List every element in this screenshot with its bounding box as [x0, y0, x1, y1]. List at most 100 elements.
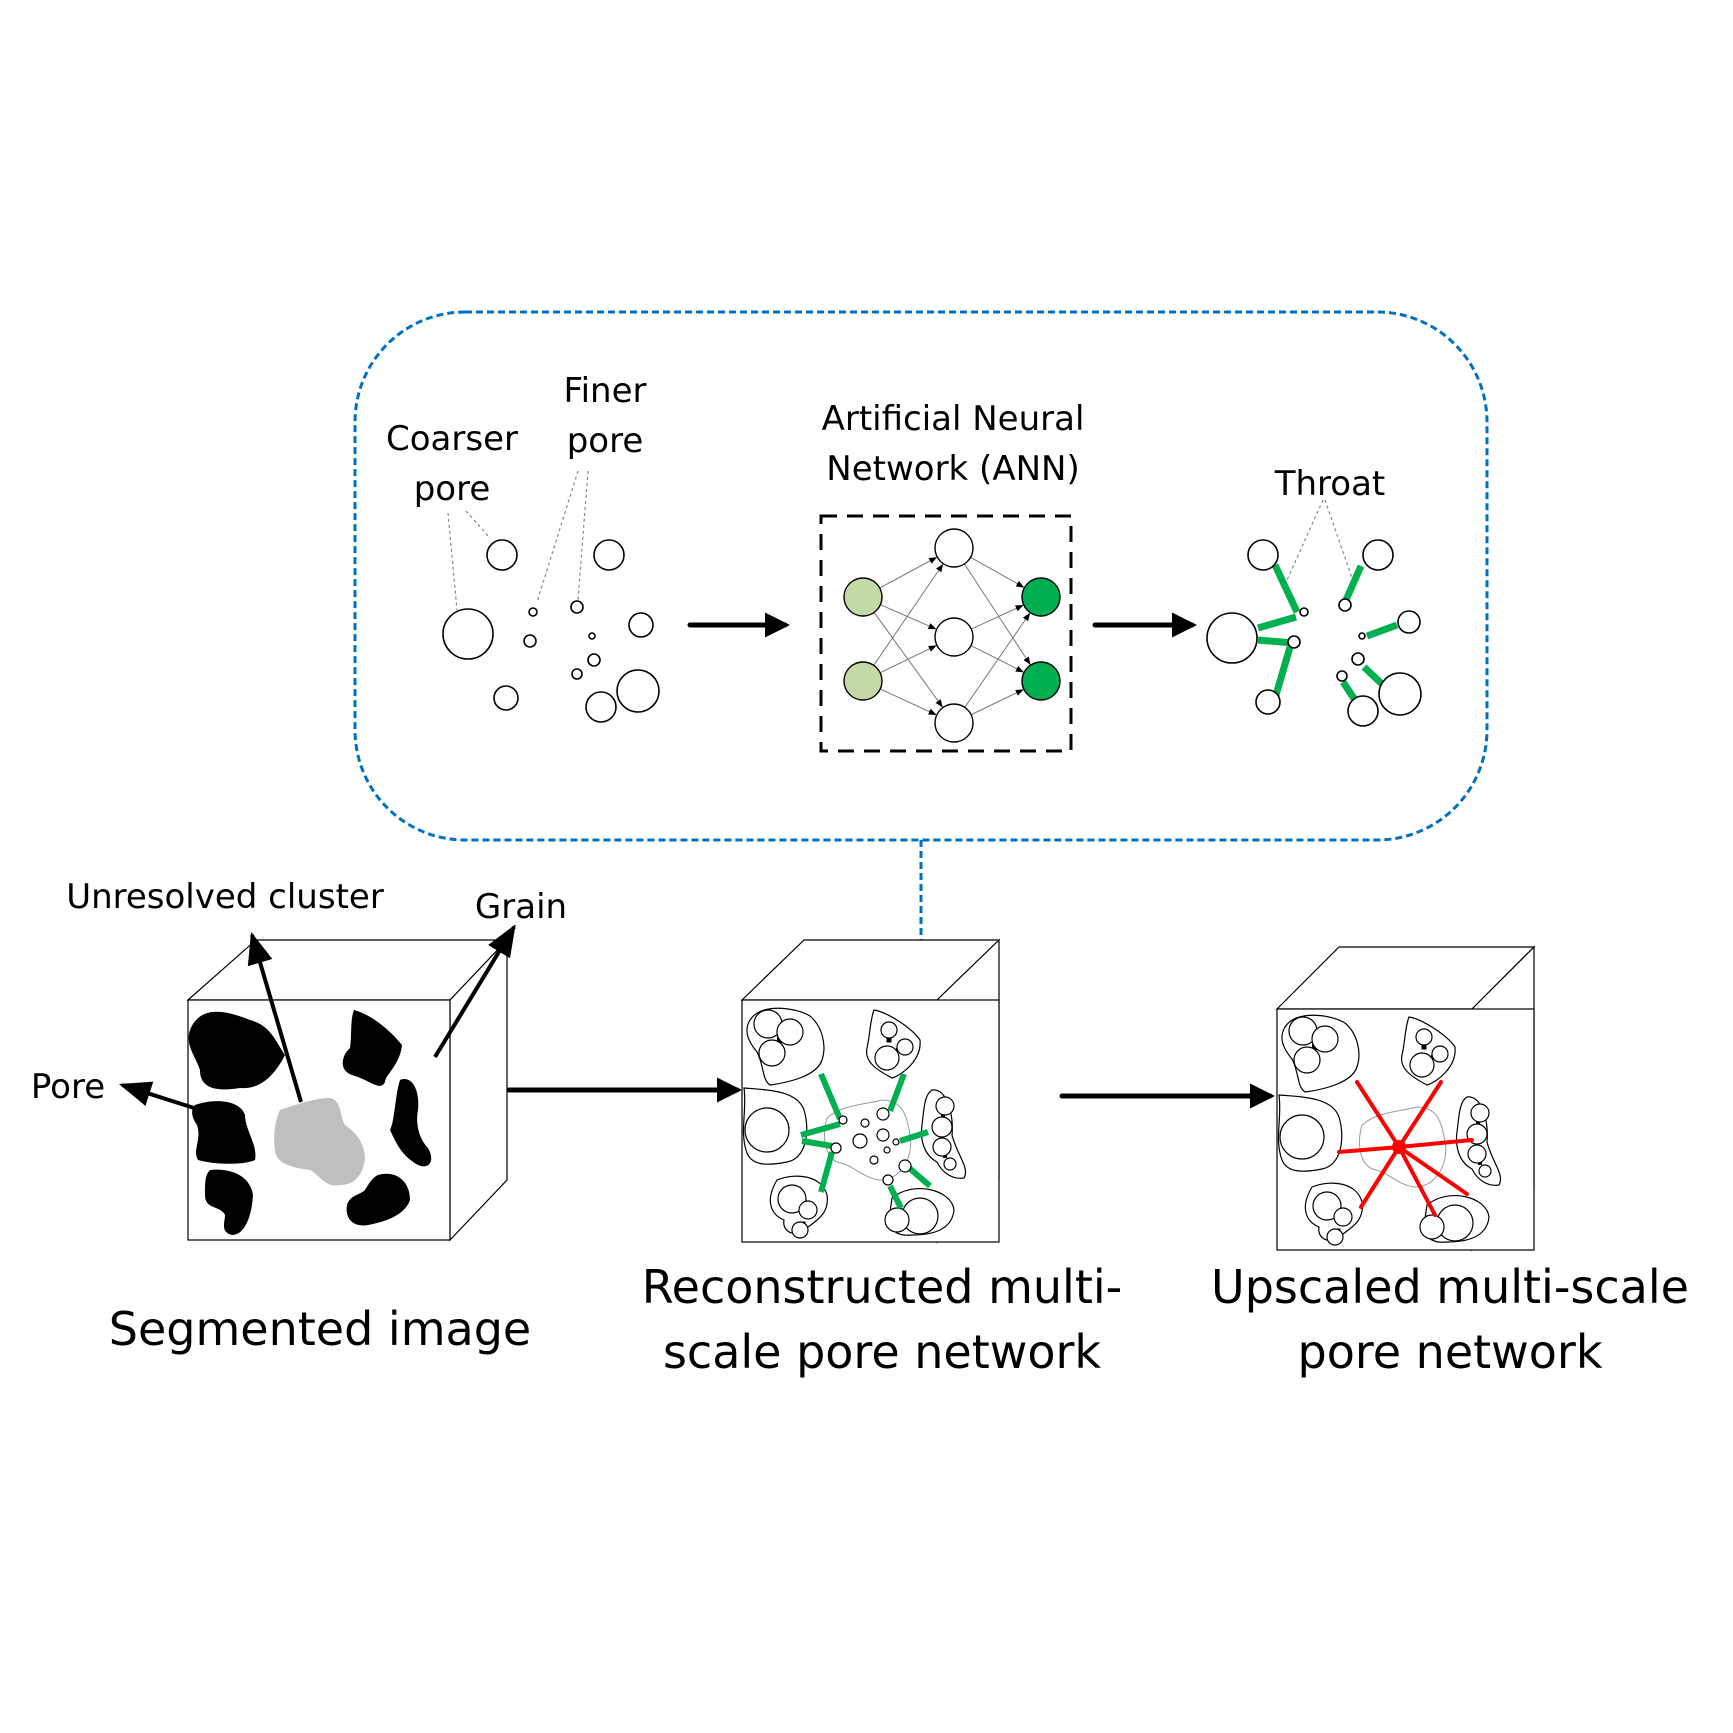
- finer-pore-label-line1: Finer: [564, 371, 647, 411]
- red-throats: [1337, 1080, 1474, 1217]
- resolved-pore: [1409, 1052, 1435, 1078]
- segmented-caption: Segmented image: [109, 1302, 531, 1356]
- ann-output-node: [1021, 577, 1061, 617]
- coarse-pore: [585, 691, 617, 723]
- coarse-pore: [486, 539, 518, 571]
- throat: [1365, 621, 1399, 640]
- coarse-pore: [442, 608, 494, 660]
- ann-edge: [879, 645, 937, 674]
- upscaled-caption-line1: Upscaled multi-scale: [1211, 1260, 1689, 1314]
- ann-hidden-node: [934, 703, 974, 743]
- cluster-outline: [865, 1009, 921, 1079]
- ann-edge: [963, 563, 1031, 665]
- ann-edge: [873, 563, 944, 666]
- reconstructed-network-cube: Reconstructed multi- scale pore network: [642, 938, 1122, 1379]
- upscaled-caption-line2: pore network: [1298, 1325, 1603, 1379]
- pore-neck: [1476, 1121, 1480, 1125]
- resolved-pore: [884, 1207, 910, 1233]
- throats: [1257, 563, 1399, 702]
- ann-edge: [971, 604, 1024, 630]
- reconstructed-caption-line2: scale pore network: [663, 1325, 1101, 1379]
- fine-pore: [523, 634, 537, 648]
- cluster-outline: [742, 1087, 808, 1165]
- upscaled-node: [1392, 1140, 1406, 1154]
- resolved-pore: [777, 1184, 807, 1214]
- throat: [1342, 564, 1365, 602]
- ann-edge: [879, 557, 938, 589]
- throat: [1257, 636, 1294, 647]
- cluster-outline: [920, 1089, 967, 1179]
- ann-panel: Coarser pore Finer pore: [353, 310, 1489, 945]
- coarser-pore-label-line2: pore: [414, 469, 491, 509]
- grain-arrow: [433, 924, 516, 1059]
- unresolved-cluster-label: Unresolved cluster: [66, 877, 384, 917]
- resolved-pore: [1478, 1164, 1492, 1178]
- ann-panel-border: [353, 310, 1489, 842]
- ann-edge: [970, 689, 1024, 716]
- resolved-pore: [943, 1157, 957, 1171]
- pore-neck: [941, 1114, 945, 1118]
- throat: [1257, 613, 1297, 632]
- ann-hidden-node: [934, 617, 974, 657]
- pore-leader-lines: [447, 470, 589, 611]
- pore-arrow: [118, 1081, 195, 1110]
- resolved-pore: [935, 1096, 955, 1116]
- ann-nodes: [843, 528, 1061, 743]
- resolved-pore: [1333, 1207, 1353, 1227]
- cluster-outline: [1400, 1016, 1456, 1086]
- fine-pore: [571, 668, 583, 680]
- ann-input-node: [843, 661, 883, 701]
- resolved-pore: [932, 1137, 952, 1157]
- ann-edge: [880, 688, 937, 716]
- throat-pores: [1206, 539, 1422, 727]
- pore-neck: [886, 1037, 892, 1043]
- resolved-pore: [776, 1018, 804, 1046]
- callout-arrows: [118, 924, 516, 1110]
- ann-hidden-node: [934, 528, 974, 568]
- resolved-pore: [1311, 1025, 1339, 1053]
- fine-pore: [588, 632, 596, 640]
- ann-title-line2: Network (ANN): [826, 449, 1079, 489]
- pore-clusters: [742, 1007, 967, 1239]
- pore-clusters: [1277, 1014, 1502, 1246]
- resolved-pore: [758, 1039, 786, 1067]
- coarse-pore: [493, 685, 519, 711]
- unresolved-arrow: [247, 931, 303, 1103]
- ann-title-line1: Artificial Neural: [822, 399, 1085, 439]
- throat-leader-lines: [1286, 499, 1353, 581]
- reconstructed-caption-line1: Reconstructed multi-: [642, 1260, 1122, 1314]
- fine-pore: [528, 607, 538, 617]
- unresolved-cluster-shape: [274, 1098, 365, 1186]
- throat: [1361, 664, 1386, 688]
- cluster-outline: [746, 1007, 825, 1086]
- coarser-pore-label-line1: Coarser: [386, 419, 518, 459]
- fine-pores: [830, 1107, 912, 1186]
- resolved-pore: [791, 1221, 809, 1239]
- ann-input-node: [843, 577, 883, 617]
- coarse-pore: [593, 539, 625, 571]
- ann-box: [819, 514, 1073, 753]
- throat-label: Throat: [1274, 464, 1386, 504]
- resolved-pore: [1431, 1045, 1449, 1063]
- pore-label: Pore: [31, 1067, 105, 1107]
- pore-cluster: [442, 539, 660, 723]
- cluster-outline: [1455, 1096, 1502, 1186]
- resolved-pore: [798, 1200, 818, 1220]
- coarse-pore: [628, 612, 654, 638]
- ann-edges: [873, 556, 1031, 716]
- resolved-pore: [896, 1038, 914, 1056]
- upscaled-network-cube: Upscaled multi-scale pore network: [1211, 945, 1689, 1379]
- resolved-pore: [1470, 1103, 1490, 1123]
- green-throats: [800, 1072, 932, 1210]
- ann-edge: [880, 604, 937, 630]
- throat: [1272, 646, 1294, 696]
- resolved-pore: [744, 1107, 790, 1153]
- resolved-pore: [931, 1116, 953, 1138]
- resolved-pore: [1326, 1228, 1344, 1246]
- ann-edge: [970, 556, 1025, 588]
- resolved-pore: [874, 1045, 900, 1071]
- resolved-pore: [1293, 1046, 1321, 1074]
- fine-pore: [587, 653, 601, 667]
- resolved-pore: [1312, 1191, 1342, 1221]
